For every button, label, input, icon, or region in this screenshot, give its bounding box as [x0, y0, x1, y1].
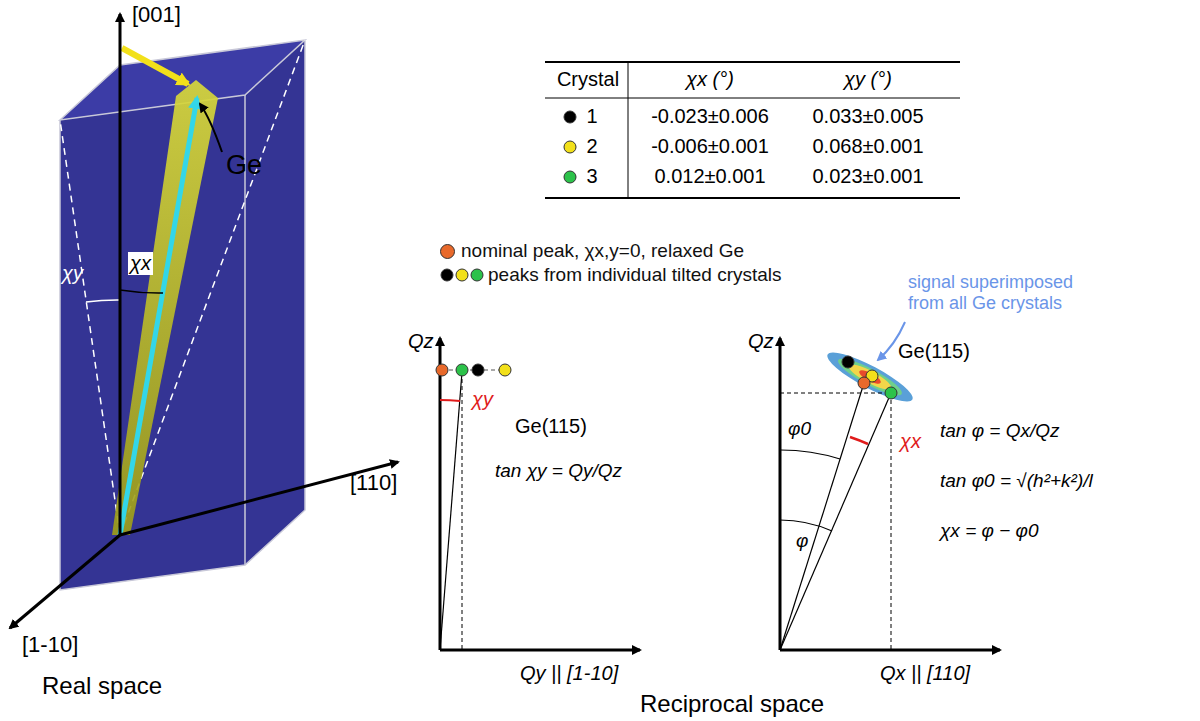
table-cell: 0.068±0.001 [812, 135, 923, 158]
tilt-projection [122, 48, 188, 84]
chi-x-arc [850, 437, 868, 444]
table-cell: -0.023±0.006 [651, 105, 769, 128]
axis-label: [110] [350, 470, 397, 495]
chi-y-arc [440, 400, 460, 401]
dot-yellow [499, 364, 511, 376]
table-cell: 0.012±0.001 [654, 165, 765, 188]
projection [462, 372, 463, 650]
legend-swatch [440, 244, 455, 259]
angle-label: χy [470, 388, 495, 411]
legend-entry: peaks from individual tilted crystals [488, 264, 782, 286]
axis-label: Qy || [1-10] [520, 662, 618, 685]
material-label: Ge [226, 150, 262, 181]
panel-title: Real space [42, 672, 162, 700]
axis-qy [440, 649, 640, 652]
dot-black [842, 356, 854, 368]
dot-yellow [564, 141, 576, 153]
table-cell: 2 [586, 135, 597, 158]
vector [780, 393, 891, 650]
table-cell: 0.023±0.001 [812, 165, 923, 188]
axis-qz [439, 338, 442, 650]
peak-label: Ge(115) [898, 340, 970, 363]
legend-text: peaks from individual tilted crystals [488, 264, 782, 285]
dot-yellow [456, 269, 468, 281]
table-cell: 1 [586, 105, 597, 128]
table-header: χx (°) [686, 68, 734, 91]
axis-label: [001] [132, 2, 181, 27]
table-header: Crystal [557, 68, 619, 91]
ge-leader [200, 104, 222, 152]
dot-green [885, 387, 897, 399]
axis-label: Qz [748, 330, 774, 353]
dot-green [456, 364, 468, 376]
tilt-vector [120, 98, 197, 535]
legend-entry: nominal peak, χx,y=0, relaxed Ge [440, 240, 744, 262]
angle-label: φ0 [786, 418, 813, 440]
dot-black [472, 364, 484, 376]
peak-label: Ge(115) [515, 415, 587, 438]
axis-qx [780, 649, 1000, 652]
axis-label: Qx || [110] [880, 662, 970, 685]
dot-green [564, 171, 576, 183]
projection [780, 393, 891, 394]
angle-label: χx [128, 252, 153, 275]
chi-x-arc [120, 290, 163, 293]
panel-title: Reciprocal space [640, 690, 824, 718]
table-rules [545, 62, 960, 198]
formula: tan φ = Qx/Qz [940, 420, 1060, 442]
axis-1-10 [10, 535, 120, 628]
axis-110 [120, 462, 398, 535]
axis-001 [119, 14, 122, 535]
axis-label: [1-10] [22, 632, 78, 657]
dot-green [471, 269, 483, 281]
phi0-arc [780, 450, 840, 459]
angle-label: χy [62, 262, 83, 285]
vector [780, 383, 864, 650]
dot-orange [858, 377, 870, 389]
formula: χx = φ − φ0 [940, 520, 1039, 542]
table-cell: -0.006±0.001 [651, 135, 769, 158]
substrate-prism [60, 40, 305, 590]
formula: tan χy = Qy/Qz [495, 460, 622, 482]
ge-crystal [112, 80, 218, 535]
dot-black [564, 111, 576, 123]
axis-label: Qz [408, 330, 434, 353]
chi-y-arc [86, 300, 120, 302]
table-cell: 0.033±0.005 [812, 105, 923, 128]
dot-orange [436, 364, 448, 376]
table-header: χy (°) [844, 68, 892, 91]
vector [440, 372, 462, 650]
projection [891, 393, 892, 650]
angle-label: φ [794, 530, 810, 552]
annotation: signal superimposed from all Ge crystals [908, 272, 1088, 313]
angle-label: χx [898, 430, 923, 453]
table-cell: 3 [586, 165, 597, 188]
legend-text: nominal peak, χx,y=0, relaxed Ge [461, 240, 744, 261]
dot-black [441, 269, 453, 281]
axis-qz [779, 338, 782, 650]
formula: tan φ0 = √(h²+k²)/l [940, 470, 1093, 492]
